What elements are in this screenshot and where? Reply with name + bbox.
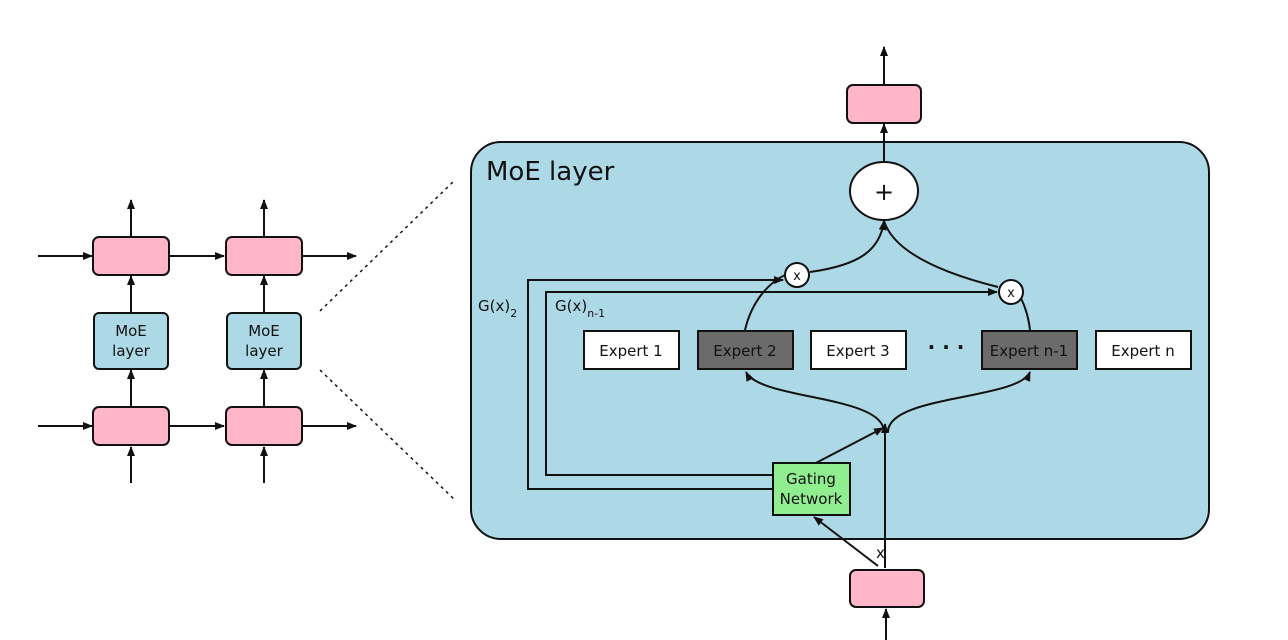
expert-label: Expert 2	[713, 342, 776, 360]
zoom-line-bottom	[319, 369, 456, 501]
left-stack	[38, 199, 357, 483]
expert-label: Expert n	[1111, 342, 1174, 360]
moe-block-label: layer	[245, 342, 283, 360]
expert-label: Expert n-1	[990, 342, 1068, 360]
gate-line-n1	[545, 288, 998, 476]
gate-line-2	[527, 276, 784, 490]
sum-node	[849, 161, 919, 221]
flow-arrow	[883, 220, 999, 288]
moe-layer-title: MoE layer	[486, 157, 615, 187]
expert-label: Expert 3	[826, 342, 889, 360]
multiply-node-2	[784, 262, 810, 288]
input-label: x	[876, 544, 885, 562]
expert-n: Expert n	[1095, 330, 1192, 370]
route-to-expert-n1	[887, 371, 1031, 433]
flow-arrow	[809, 220, 887, 273]
route-to-expert-2	[745, 371, 885, 433]
moe-block-left-1: MoE layer	[93, 312, 169, 370]
multiply-symbol: x	[1007, 286, 1015, 301]
expert-2: Expert 2	[697, 330, 794, 370]
moe-block-left-2: MoE layer	[226, 312, 302, 370]
moe-block-label: MoE	[115, 322, 147, 340]
input-block	[849, 569, 925, 608]
hidden-block	[92, 236, 170, 276]
gating-network	[772, 462, 851, 516]
expert-1: Expert 1	[583, 330, 680, 370]
sum-symbol: +	[874, 178, 894, 206]
expert-label: Expert 1	[599, 342, 662, 360]
multiply-node-n1	[998, 279, 1024, 305]
expert-3: Expert 3	[810, 330, 907, 370]
expert-n-minus-1: Expert n-1	[981, 330, 1078, 370]
hidden-block	[225, 406, 303, 446]
multiply-symbol: x	[793, 269, 801, 284]
gate-label-n1: G(x)n-1	[555, 297, 605, 320]
gating-label: Gating	[786, 470, 836, 488]
gating-label: Network	[780, 490, 843, 508]
gate-label-2: G(x)2	[478, 297, 517, 320]
ellipsis: · · ·	[928, 335, 965, 359]
hidden-block	[92, 406, 170, 446]
gating-arrow	[811, 427, 884, 466]
output-block	[846, 84, 922, 124]
moe-block-label: MoE	[248, 322, 280, 340]
hidden-block	[225, 236, 303, 276]
input-gate-arrow	[813, 516, 879, 567]
zoom-line-top	[319, 179, 456, 312]
moe-block-label: layer	[112, 342, 150, 360]
